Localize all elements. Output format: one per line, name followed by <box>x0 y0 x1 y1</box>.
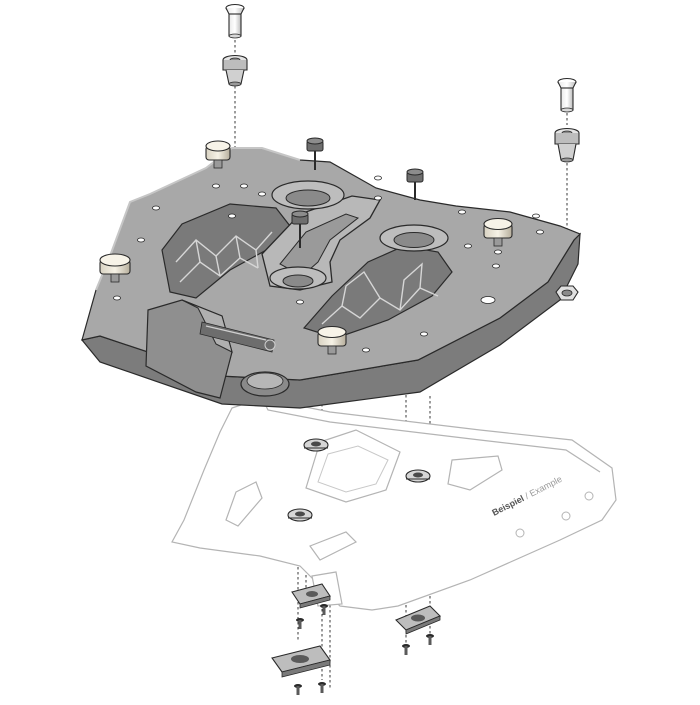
rack-hole <box>584 491 594 501</box>
rack-cutout-right <box>447 455 503 491</box>
right-spacer-sleeve <box>554 127 580 163</box>
rack-frame <box>171 397 617 611</box>
left-countersunk-bolt <box>225 3 245 39</box>
knob-front <box>317 325 347 355</box>
stud-2 <box>406 168 424 200</box>
knob-right <box>483 217 513 247</box>
clamp-plate-1 <box>291 583 331 609</box>
small-screw <box>296 618 304 629</box>
rack-hole <box>561 511 571 521</box>
bolt-wells <box>269 180 449 290</box>
rack-cutout-left <box>225 481 263 527</box>
stud-3 <box>291 210 309 248</box>
lower-clamp-plates <box>271 583 441 678</box>
right-countersunk-bolt <box>557 77 577 113</box>
lattice-right <box>302 245 453 339</box>
small-screw <box>402 644 410 655</box>
clamp-plate-3 <box>271 645 331 678</box>
rack-cutout-center-inner <box>317 445 389 493</box>
stud-1 <box>306 137 324 170</box>
brand-logo-icon <box>264 339 276 351</box>
plate-highlight <box>95 147 301 291</box>
rack-cutout-lower <box>309 531 358 561</box>
small-screw <box>426 634 434 645</box>
small-screw <box>294 684 302 695</box>
small-screw <box>320 604 328 615</box>
clip-nut-3 <box>287 508 313 522</box>
knob-top-left <box>205 140 231 169</box>
mounting-knobs <box>99 140 513 355</box>
dark-studs <box>291 137 424 248</box>
plate-holes <box>113 175 544 353</box>
lattice-left-ribs <box>175 231 273 283</box>
right-bolt-stack <box>554 77 580 301</box>
clip-nut-2 <box>405 469 431 483</box>
brand-logo-mark <box>205 325 267 341</box>
luggage-rack: Beispiel / Example <box>171 397 617 611</box>
clamp-plate-2 <box>395 605 441 635</box>
adapter-plate <box>80 137 582 409</box>
rack-label-separator: / <box>521 490 532 502</box>
clip-nuts <box>287 438 431 522</box>
small-screws <box>294 604 434 695</box>
rack-hole <box>515 528 525 538</box>
small-screw <box>318 682 326 693</box>
rack-top-edge <box>261 397 601 473</box>
left-spacer-sleeve <box>222 54 248 87</box>
right-hex-nut <box>555 285 579 301</box>
clip-nut-1 <box>303 438 329 452</box>
lattice-right-ribs <box>321 262 439 325</box>
knob-left <box>99 253 131 283</box>
left-bolt-stack <box>222 3 248 87</box>
